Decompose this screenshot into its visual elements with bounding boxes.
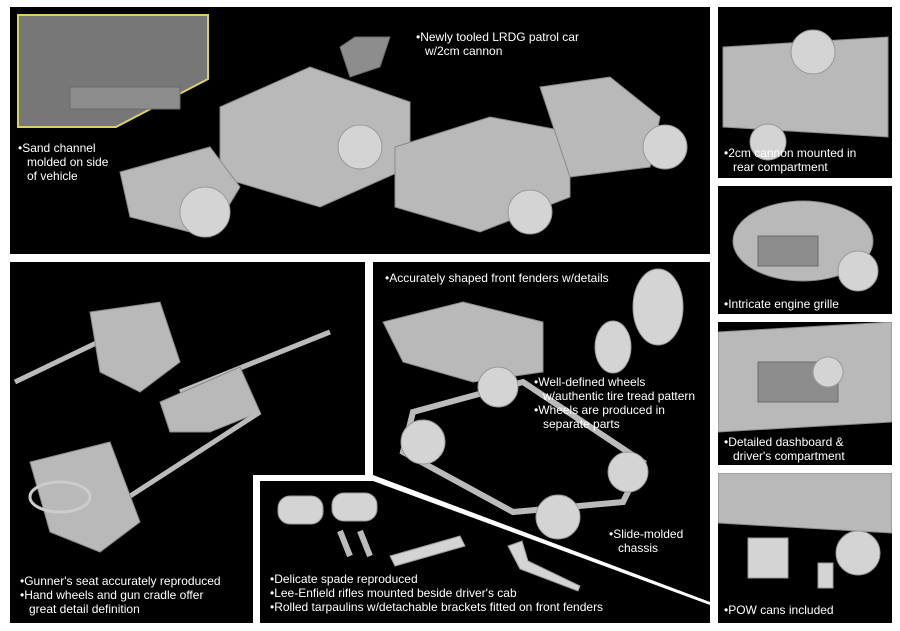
caption-line: Well-defined wheels: [534, 375, 695, 389]
patrol-car-caption: Newly tooled LRDG patrol car w/2cm canno…: [416, 30, 579, 58]
caption-line: Gunner's seat accurately reproduced: [20, 574, 220, 588]
caption-line: Slide-molded: [609, 527, 683, 541]
patrol-car-images: [17, 14, 688, 238]
sand-channel-caption: Sand channel molded on side of vehicle: [18, 141, 108, 183]
engine-grille-image: [732, 200, 879, 292]
fenders-caption: Accurately shaped front fenders w/detail…: [385, 271, 608, 285]
caption-line: molded on side: [27, 155, 109, 169]
dashboard-image: [718, 322, 892, 433]
panel-engine-grille: Intricate engine grille: [718, 186, 892, 314]
caption-line: Newly tooled LRDG patrol car: [416, 30, 579, 44]
sand-channel-inset: [17, 14, 209, 128]
caption-line: Lee-Enfield rifles mounted beside driver…: [270, 586, 603, 600]
rifle: [389, 535, 466, 567]
brackets: [337, 529, 373, 558]
top-panel-patrol-car: Sand channel molded on side of vehicle N…: [10, 7, 710, 254]
caption-line: w/2cm cannon: [425, 44, 503, 58]
chassis-caption: Slide-molded chassis: [609, 527, 683, 555]
caption-line: Detailed dashboard &: [724, 435, 845, 449]
caption-line: driver's compartment: [733, 449, 845, 463]
cannon-caption: Gunner's seat accurately reproduced Hand…: [20, 574, 221, 616]
caption-line: separate parts: [543, 417, 620, 431]
wheels-caption: Well-defined wheels w/authentic tire tre…: [534, 375, 695, 431]
caption-line: Wheels are produced in: [534, 403, 695, 417]
caption-line: rear compartment: [733, 160, 828, 174]
pow-cans-image: [718, 473, 892, 589]
patrol-car-rear-view: [394, 76, 688, 235]
caption-line: POW cans included: [724, 603, 833, 617]
front-fenders: [382, 301, 544, 383]
panel-cannon-rear: 2cm cannon mounted in rear compartment: [718, 7, 892, 178]
chassis-parts-image: [382, 268, 684, 540]
pow-cans-caption: POW cans included: [724, 603, 833, 617]
caption-line: Delicate spade reproduced: [270, 572, 603, 586]
accessories-caption: Delicate spade reproduced Lee-Enfield ri…: [270, 572, 603, 614]
cannon-parts-image: [13, 301, 331, 553]
caption-line: w/authentic tire tread pattern: [543, 389, 696, 403]
caption-line: chassis: [618, 541, 659, 555]
caption-line: Accurately shaped front fenders w/detail…: [385, 271, 608, 285]
tarpaulin: [277, 495, 324, 525]
cannon-rear-caption: 2cm cannon mounted in rear compartment: [724, 146, 856, 174]
panel-pow-cans: POW cans included: [718, 473, 892, 623]
engine-grille-caption: Intricate engine grille: [724, 297, 839, 311]
patrol-car-front-view: [119, 36, 411, 238]
caption-line: great detail definition: [29, 602, 140, 616]
panel-dashboard: Detailed dashboard & driver's compartmen…: [718, 322, 892, 465]
tire: [632, 268, 684, 346]
caption-line: of vehicle: [27, 169, 78, 183]
tarpaulin: [331, 492, 378, 522]
caption-line: 2cm cannon mounted in: [724, 146, 856, 160]
dashboard-caption: Detailed dashboard & driver's compartmen…: [724, 435, 845, 463]
caption-line: Intricate engine grille: [724, 297, 839, 311]
caption-line: Rolled tarpaulins w/detachable brackets …: [270, 600, 603, 614]
caption-line: Hand wheels and gun cradle offer: [20, 588, 221, 602]
wheel: [594, 320, 632, 374]
caption-line: Sand channel: [18, 141, 108, 155]
